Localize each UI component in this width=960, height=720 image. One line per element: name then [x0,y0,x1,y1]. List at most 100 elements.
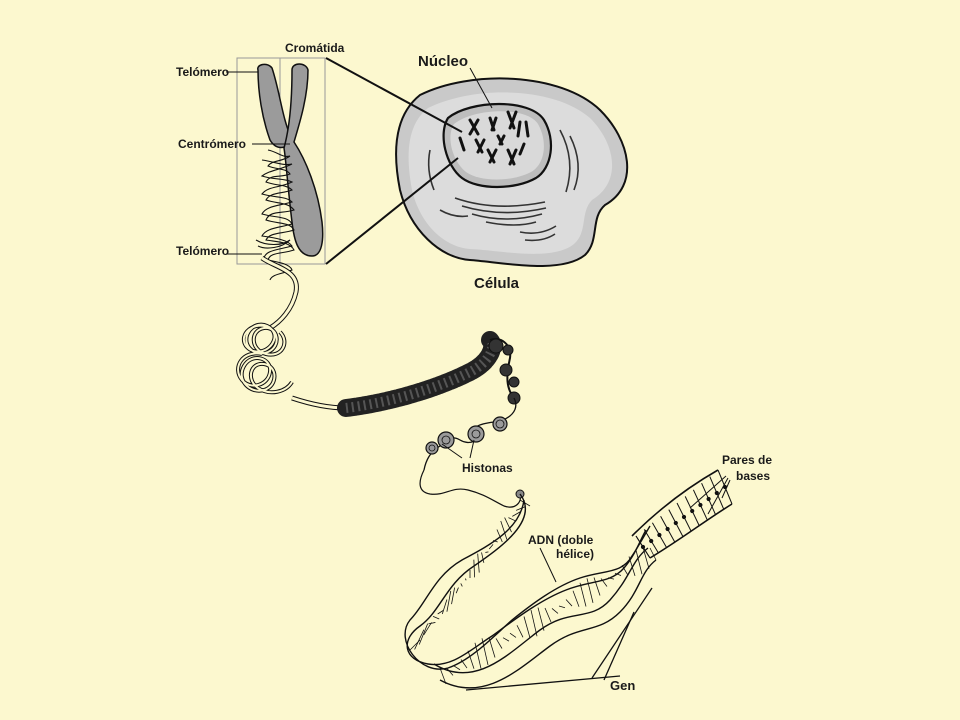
label-adn-line1: ADN (doble [528,533,594,547]
helix-rung [488,544,494,550]
dna-double-helix [404,493,657,689]
helix-rung [586,578,594,604]
histone-spools [425,416,508,455]
base-pair-bond [698,502,703,508]
base-pair-bond [673,520,678,526]
base-pair-bond [714,490,719,496]
helix-rung [579,582,587,607]
helix-rung [455,587,459,594]
helix-rung [572,590,580,607]
helix-rung [423,622,432,636]
chromosome-box [236,57,326,265]
label-pares-line1: Pares de [722,453,772,467]
base-pair-bond [665,526,670,532]
helix-rung [460,583,463,587]
helix-rung [446,668,454,676]
helix-rung [451,587,456,605]
helix-rung [508,517,517,522]
helix-rung [446,590,452,612]
helix-rung [432,615,440,620]
helix-rung [437,610,444,615]
nucleus-chromosomes [458,110,530,166]
helix-strand-lower-b [439,559,657,689]
reticulum [427,129,579,242]
base-pair-bond [649,538,654,544]
helix-rung [495,638,503,649]
helix-strand-a [406,493,647,666]
helix-rung [600,578,608,587]
helix-strand-lower-a [433,547,649,674]
helix-rungs-lower [439,547,657,685]
helix-strand-b [404,499,651,670]
label-telomero-bottom: Telómero [176,244,229,258]
helix-rung [628,556,636,577]
helix-rung [488,637,496,658]
helix-rung [481,552,485,563]
helix-rung [537,607,545,631]
helix-rung [414,629,425,650]
helix-rung [453,665,461,671]
chromatin-coils [255,149,295,281]
helix-rung [496,529,503,543]
base-pairs [635,469,733,559]
helix-rung [649,547,657,561]
helix-rung [523,616,531,639]
helix-rung [492,540,498,543]
label-celula: Célula [474,275,520,292]
base-pair-bond [706,496,711,502]
helix-rung [502,637,510,642]
helix-rung [509,632,517,638]
helix-rung [519,499,531,507]
helix-rung [551,608,559,614]
label-gen: Gen [610,678,635,693]
helix-rung [504,517,512,533]
helix-rung [512,511,521,517]
helix-rung [460,659,468,669]
gen-bracket [465,587,653,691]
helix-rung [485,551,489,553]
label-centromero: Centrómero [178,137,246,151]
label-adn-line2: hélice) [556,547,594,561]
helix-rung [474,642,482,669]
helix-rung [530,609,538,637]
helix-rung [642,547,650,569]
base-pair-bond [640,544,646,550]
helix-rung [473,559,476,578]
helix-rung [621,565,629,576]
helix-rung [500,520,508,540]
cell [325,57,629,267]
base-pair-ladder [631,469,733,559]
helix-rung [565,599,573,607]
chromosome [226,57,326,281]
helix-rungs [409,499,531,651]
helix-rung [465,578,467,581]
base-pair-bond [690,508,695,514]
label-nucleo: Núcleo [418,53,468,70]
label-pares-line2: bases [736,469,770,483]
helix-rung [607,577,615,580]
helix-rung [467,650,475,669]
chromatid-right [283,63,324,257]
helix-rung [439,667,447,685]
helix-rung [635,549,643,575]
label-histonas: Histonas [462,461,513,475]
label-telomero-top: Telómero [176,65,229,79]
label-cromatida: Cromátida [285,41,345,55]
chromatin-fiber [236,255,347,411]
solenoid-coil [337,331,521,417]
helix-rung [409,639,421,651]
helix-rung [544,607,552,623]
helix-rung [593,577,601,596]
helix-rung [558,605,566,609]
base-pair-bond [657,532,662,538]
helix-rung [428,622,436,625]
helix-rung [418,623,429,645]
helix-rung [477,553,480,573]
helix-rung [516,625,524,638]
helix-rung [441,599,448,615]
helix-rung [516,506,526,511]
nucleosomes [419,397,525,508]
helix-rung [481,638,489,665]
helix-rung [614,572,622,576]
